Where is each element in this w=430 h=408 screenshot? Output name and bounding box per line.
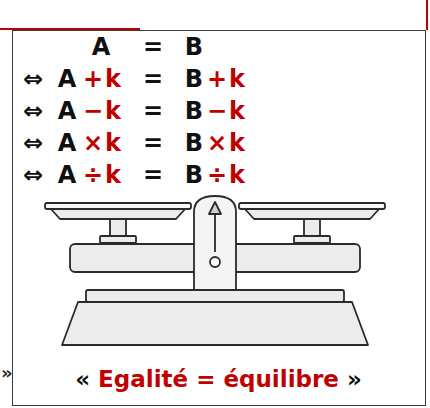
term: =: [196, 366, 215, 392]
term: =: [143, 95, 163, 127]
term: k: [105, 127, 121, 159]
term: k: [105, 95, 121, 127]
equation-line: ⇔ A ÷ k = B ÷ k: [13, 159, 424, 191]
term: ⇔: [23, 95, 43, 127]
term: −: [207, 95, 227, 127]
balance-scale: [45, 196, 385, 345]
term: A: [58, 63, 77, 95]
term: ⇔: [23, 127, 43, 159]
term: k: [229, 95, 245, 127]
term: =: [143, 31, 163, 63]
term: B: [185, 159, 203, 191]
frame-box: A = B⇔ A + k = B + k⇔ A − k = B − k⇔ A ×…: [12, 30, 426, 406]
term: B: [185, 95, 203, 127]
term: «: [75, 366, 90, 392]
term: =: [143, 127, 163, 159]
term: +: [207, 63, 227, 95]
term: k: [229, 127, 245, 159]
term: A: [58, 95, 77, 127]
term: »: [347, 366, 362, 392]
equation-line: ⇔ A − k = B − k: [13, 95, 424, 127]
term: B: [185, 63, 203, 95]
equation-line: ⇔ A × k = B × k: [13, 127, 424, 159]
term: A: [92, 31, 111, 63]
term: +: [83, 63, 103, 95]
equation-line: ⇔ A + k = B + k: [13, 63, 424, 95]
term: =: [143, 159, 163, 191]
term: ÷: [207, 159, 227, 191]
term: A: [58, 127, 77, 159]
term: équilibre: [223, 366, 339, 392]
term: k: [229, 63, 245, 95]
term: Egalité: [98, 366, 188, 392]
term: k: [229, 159, 245, 191]
term: ÷: [83, 159, 103, 191]
term: ×: [207, 127, 227, 159]
term: ⇔: [23, 159, 43, 191]
term: =: [143, 63, 163, 95]
term: −: [83, 95, 103, 127]
term: B: [185, 31, 203, 63]
term: A: [58, 159, 77, 191]
caption-text: « Egalité = équilibre »: [13, 363, 424, 395]
term: k: [105, 159, 121, 191]
frame-edge: [0, 0, 427, 30]
term: ⇔: [23, 63, 43, 95]
equation-line: A = B: [13, 31, 424, 63]
term: ×: [83, 127, 103, 159]
term: B: [185, 127, 203, 159]
term: k: [105, 63, 121, 95]
edge-mark: »: [1, 362, 13, 383]
